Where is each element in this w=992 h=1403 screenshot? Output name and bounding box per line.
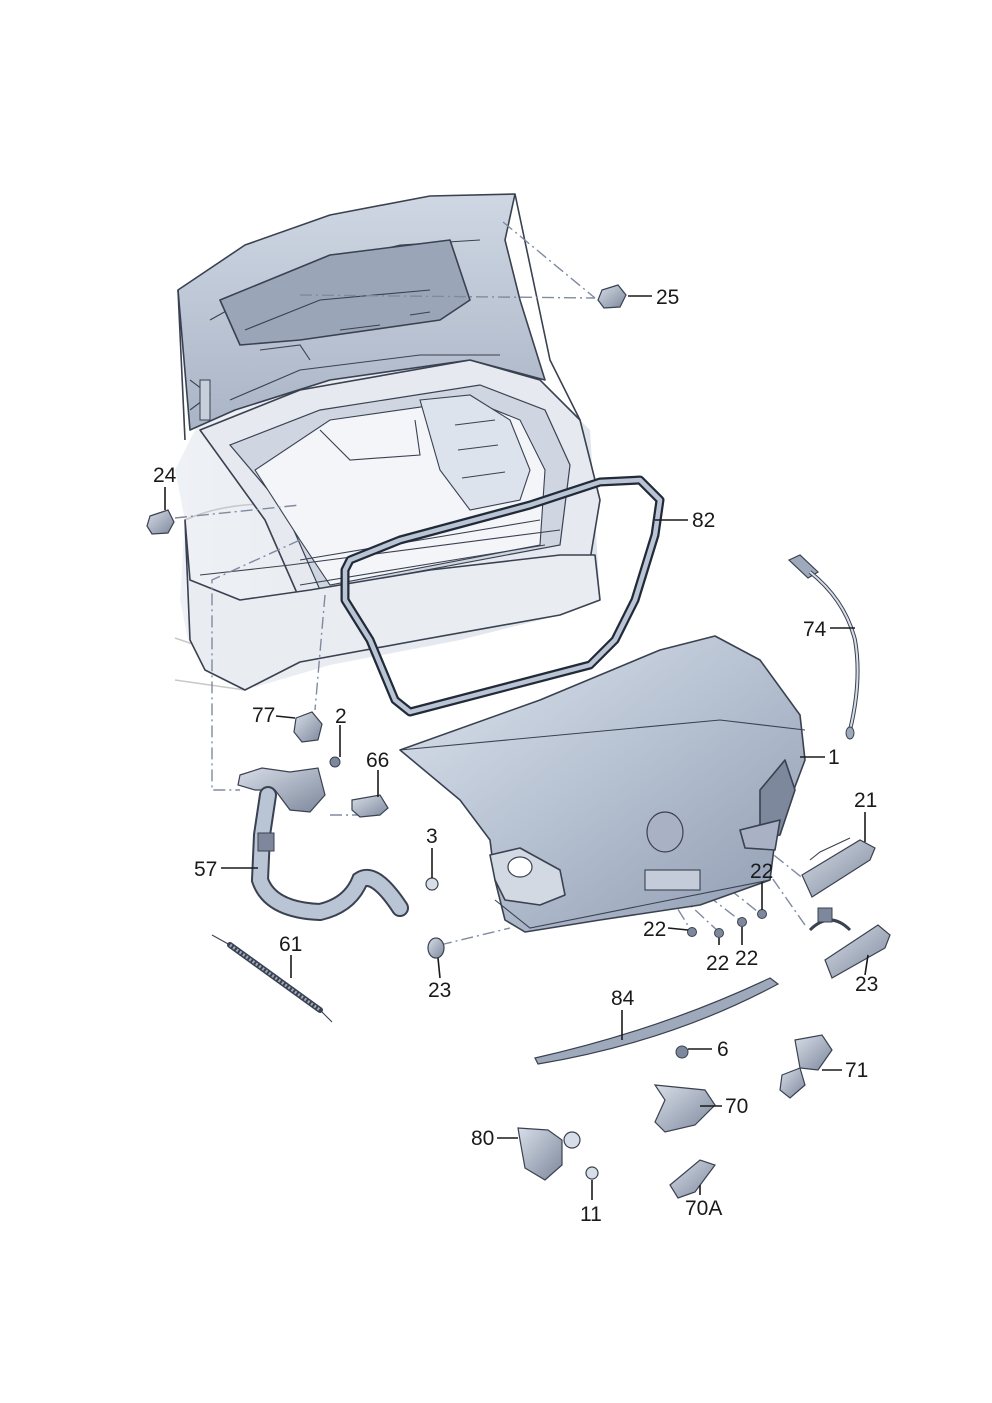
callout-22-left: 22 xyxy=(643,918,666,941)
callout-22-mid-right: 22 xyxy=(735,947,758,970)
callout-1: 1 xyxy=(828,746,840,769)
striker-80 xyxy=(517,1127,581,1181)
callout-2: 2 xyxy=(335,705,347,728)
buffer-77 xyxy=(293,711,323,743)
callout-66: 66 xyxy=(366,749,389,772)
callout-6: 6 xyxy=(717,1038,729,1061)
cable-71 xyxy=(787,554,860,740)
buffer-25 xyxy=(597,284,627,309)
callout-22-right: 22 xyxy=(750,860,773,883)
buffer-24 xyxy=(146,509,175,535)
callout-80: 80 xyxy=(471,1127,494,1150)
callout-70A: 70A xyxy=(685,1197,722,1220)
licence-plate-light-20 xyxy=(801,837,876,898)
callout-23: 23 xyxy=(428,979,451,1002)
spring-61 xyxy=(211,934,333,1023)
bolt-2 xyxy=(329,756,341,768)
callout-22-mid-left: 22 xyxy=(706,952,729,975)
hinge-57 xyxy=(237,767,409,922)
callout-84: 84 xyxy=(611,987,635,1010)
bracket-66 xyxy=(351,794,389,818)
callout-74: 71 xyxy=(845,1059,868,1082)
bolt-6 xyxy=(675,1045,689,1059)
leader-lines xyxy=(164,295,869,1200)
licence-plate-light-21 xyxy=(808,907,891,979)
callout-61: 61 xyxy=(279,933,302,956)
callout-70: 70 xyxy=(725,1095,748,1118)
clips-22 xyxy=(687,909,767,938)
callout-71: 74 xyxy=(803,618,827,641)
callout-20: 21 xyxy=(854,789,877,812)
lock-actuator-74 xyxy=(779,1034,833,1099)
callout-24: 24 xyxy=(153,464,177,487)
open-boot-lid-underside xyxy=(177,193,581,441)
callout-25: 25 xyxy=(656,286,679,309)
callout-labels: 25 24 82 74 77 2 1 66 21 3 57 22 22 61 2… xyxy=(153,286,878,1226)
callout-77: 77 xyxy=(252,704,275,727)
callout-57: 57 xyxy=(194,858,217,881)
callout-3: 3 xyxy=(426,825,438,848)
boot-lid-1 xyxy=(399,635,806,933)
door-seal-82 xyxy=(340,475,665,717)
car-body-ghost xyxy=(174,300,601,691)
callout-21: 23 xyxy=(855,973,878,996)
bolt-11 xyxy=(585,1166,599,1180)
callout-82: 82 xyxy=(692,509,715,532)
callout-11: 11 xyxy=(580,1203,602,1226)
trim-strip-84 xyxy=(534,977,780,1065)
plug-23 xyxy=(427,937,445,959)
cover-70A xyxy=(669,1159,716,1199)
bolt-3 xyxy=(425,877,439,891)
handle-70 xyxy=(653,1084,716,1133)
